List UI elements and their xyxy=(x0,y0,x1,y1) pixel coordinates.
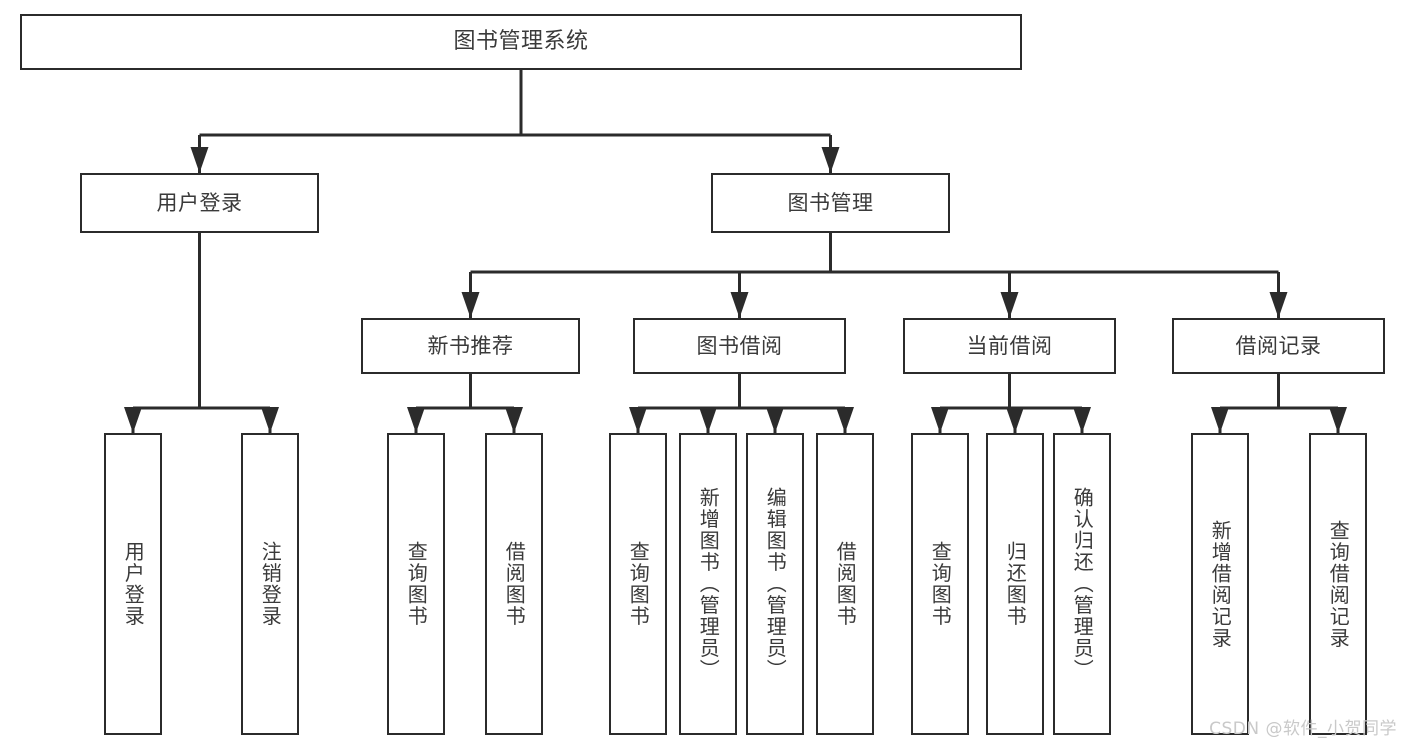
node-label: 用户登录 xyxy=(156,190,243,215)
arrow-head-icon xyxy=(261,407,279,433)
arrow-head-icon xyxy=(1211,407,1229,433)
node-n-borrow[interactable]: 借阅图书 xyxy=(485,433,543,735)
node-label: 图书管理系统 xyxy=(453,29,589,55)
node-label: 注销登录 xyxy=(258,541,283,627)
arrow-head-icon xyxy=(1073,407,1091,433)
node-bookmgmt[interactable]: 图书管理 xyxy=(711,173,950,233)
node-c-query[interactable]: 查询图书 xyxy=(911,433,969,735)
arrow-head-icon xyxy=(190,147,209,173)
node-label: 用户登录 xyxy=(121,541,146,627)
arrow-head-icon xyxy=(699,407,717,433)
arrow-head-icon xyxy=(931,407,949,433)
node-label: 借阅图书 xyxy=(502,541,527,627)
node-label: 新增借阅记录 xyxy=(1208,519,1233,649)
arrow-head-icon xyxy=(1329,407,1347,433)
node-label: 图书借阅 xyxy=(696,333,783,358)
node-newbook[interactable]: 新书推荐 xyxy=(361,318,580,374)
arrow-head-icon xyxy=(505,407,523,433)
node-label: 借阅图书 xyxy=(833,541,858,627)
node-record[interactable]: 借阅记录 xyxy=(1172,318,1385,374)
node-r-query[interactable]: 查询借阅记录 xyxy=(1309,433,1367,735)
arrow-head-icon xyxy=(836,407,854,433)
node-label: 当前借阅 xyxy=(966,333,1053,358)
node-r-add[interactable]: 新增借阅记录 xyxy=(1191,433,1249,735)
node-root[interactable]: 图书管理系统 xyxy=(20,14,1022,70)
node-label: 查询图书 xyxy=(404,541,429,627)
node-b-add[interactable]: 新增图书（管理员） xyxy=(679,433,737,735)
node-label: 查询借阅记录 xyxy=(1326,519,1351,649)
arrow-head-icon xyxy=(730,292,749,318)
arrow-head-icon xyxy=(461,292,480,318)
node-l-login[interactable]: 用户登录 xyxy=(104,433,162,735)
node-c-return[interactable]: 归还图书 xyxy=(986,433,1044,735)
node-label: 编辑图书（管理员） xyxy=(763,487,788,681)
watermark: CSDN @软件_小贺同学 xyxy=(1209,719,1397,739)
node-label: 新书推荐 xyxy=(427,333,514,358)
node-label: 图书管理 xyxy=(787,190,874,215)
node-c-confirm[interactable]: 确认归还（管理员） xyxy=(1053,433,1111,735)
node-label: 确认归还（管理员） xyxy=(1070,487,1095,681)
arrow-head-icon xyxy=(124,407,142,433)
node-n-query[interactable]: 查询图书 xyxy=(387,433,445,735)
arrow-head-icon xyxy=(821,147,840,173)
arrow-head-icon xyxy=(407,407,425,433)
node-b-query[interactable]: 查询图书 xyxy=(609,433,667,735)
node-b-edit[interactable]: 编辑图书（管理员） xyxy=(746,433,804,735)
node-label: 查询图书 xyxy=(626,541,651,627)
node-login[interactable]: 用户登录 xyxy=(80,173,319,233)
node-label: 归还图书 xyxy=(1003,541,1028,627)
node-label: 借阅记录 xyxy=(1235,333,1322,358)
node-label: 查询图书 xyxy=(928,541,953,627)
arrow-head-icon xyxy=(1000,292,1019,318)
node-l-logout[interactable]: 注销登录 xyxy=(241,433,299,735)
arrow-head-icon xyxy=(629,407,647,433)
node-borrow[interactable]: 图书借阅 xyxy=(633,318,846,374)
arrow-head-icon xyxy=(1269,292,1288,318)
node-b-lend[interactable]: 借阅图书 xyxy=(816,433,874,735)
arrow-head-icon xyxy=(1006,407,1024,433)
node-label: 新增图书（管理员） xyxy=(696,487,721,681)
arrow-head-icon xyxy=(766,407,784,433)
node-current[interactable]: 当前借阅 xyxy=(903,318,1116,374)
